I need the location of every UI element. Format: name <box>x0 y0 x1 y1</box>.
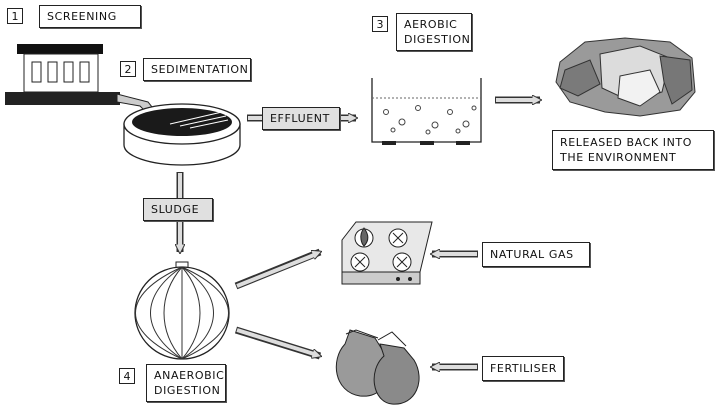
natural-gas-label: NATURAL GAS <box>482 242 590 267</box>
sludge-label: SLUDGE <box>143 198 213 221</box>
gas-stove-icon <box>341 221 433 285</box>
step-2-number: 2 <box>120 61 136 77</box>
effluent-label: EFFLUENT <box>262 107 340 130</box>
aerobic-line-2: DIGESTION <box>404 33 471 46</box>
step-3-number: 3 <box>372 16 388 32</box>
aeration-tank-icon <box>371 78 482 145</box>
building-icon <box>5 44 120 105</box>
released-label: RELEASED BACK INTO THE ENVIRONMENT <box>552 130 714 170</box>
released-line-1: RELEASED BACK INTO <box>560 136 693 149</box>
released-line-2: THE ENVIRONMENT <box>560 151 677 164</box>
anaerobic-digestion-label: ANAEROBIC DIGESTION <box>146 364 226 402</box>
fertiliser-sacks-icon <box>335 329 420 405</box>
sedimentation-tank-icon <box>123 103 241 166</box>
screening-label: SCREENING <box>39 5 141 28</box>
aerobic-line-1: AEROBIC <box>404 18 458 31</box>
sedimentation-label: SEDIMENTATION <box>143 58 251 81</box>
fertiliser-label: FERTILISER <box>482 356 564 381</box>
aerobic-digestion-label: AEROBIC DIGESTION <box>396 13 472 51</box>
anaerobic-line-2: DIGESTION <box>154 384 221 397</box>
digester-sphere-icon <box>134 261 230 360</box>
step-1-number: 1 <box>7 8 23 24</box>
environment-rocks-icon <box>555 37 696 117</box>
anaerobic-line-1: ANAEROBIC <box>154 369 225 382</box>
step-4-number: 4 <box>119 368 135 384</box>
